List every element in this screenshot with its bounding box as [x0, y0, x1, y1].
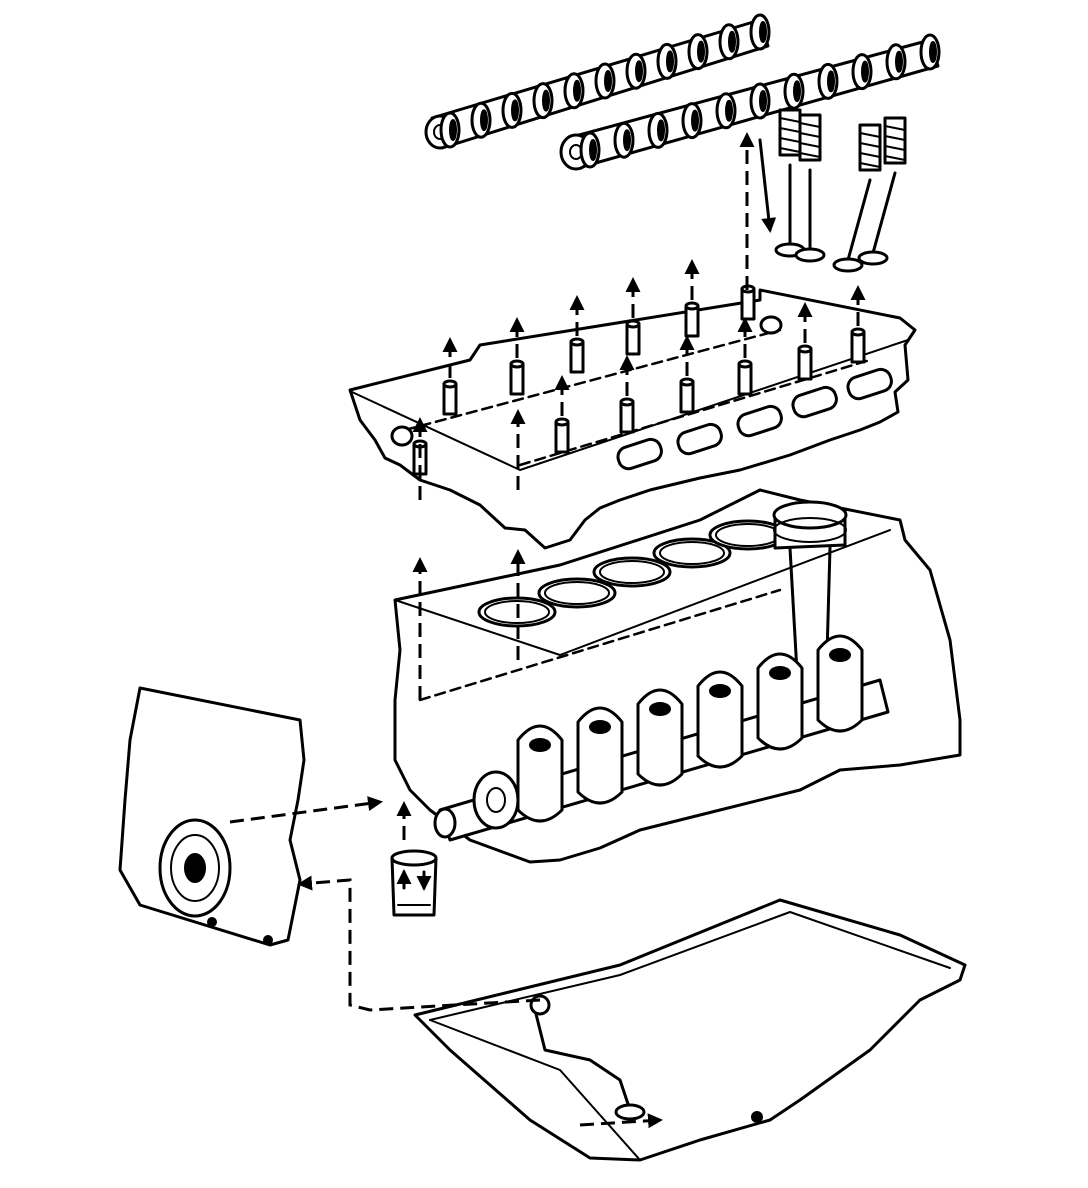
oil-pan	[413, 898, 967, 1162]
crankshaft	[433, 634, 890, 842]
oil-pump-housing	[118, 686, 306, 947]
valve-train	[758, 108, 907, 273]
oil-filter	[390, 849, 438, 917]
oil-flow-arrows	[229, 132, 866, 1012]
cylinder-head	[348, 284, 917, 550]
intake-camshaft	[424, 13, 771, 150]
exhaust-camshaft	[559, 33, 941, 171]
